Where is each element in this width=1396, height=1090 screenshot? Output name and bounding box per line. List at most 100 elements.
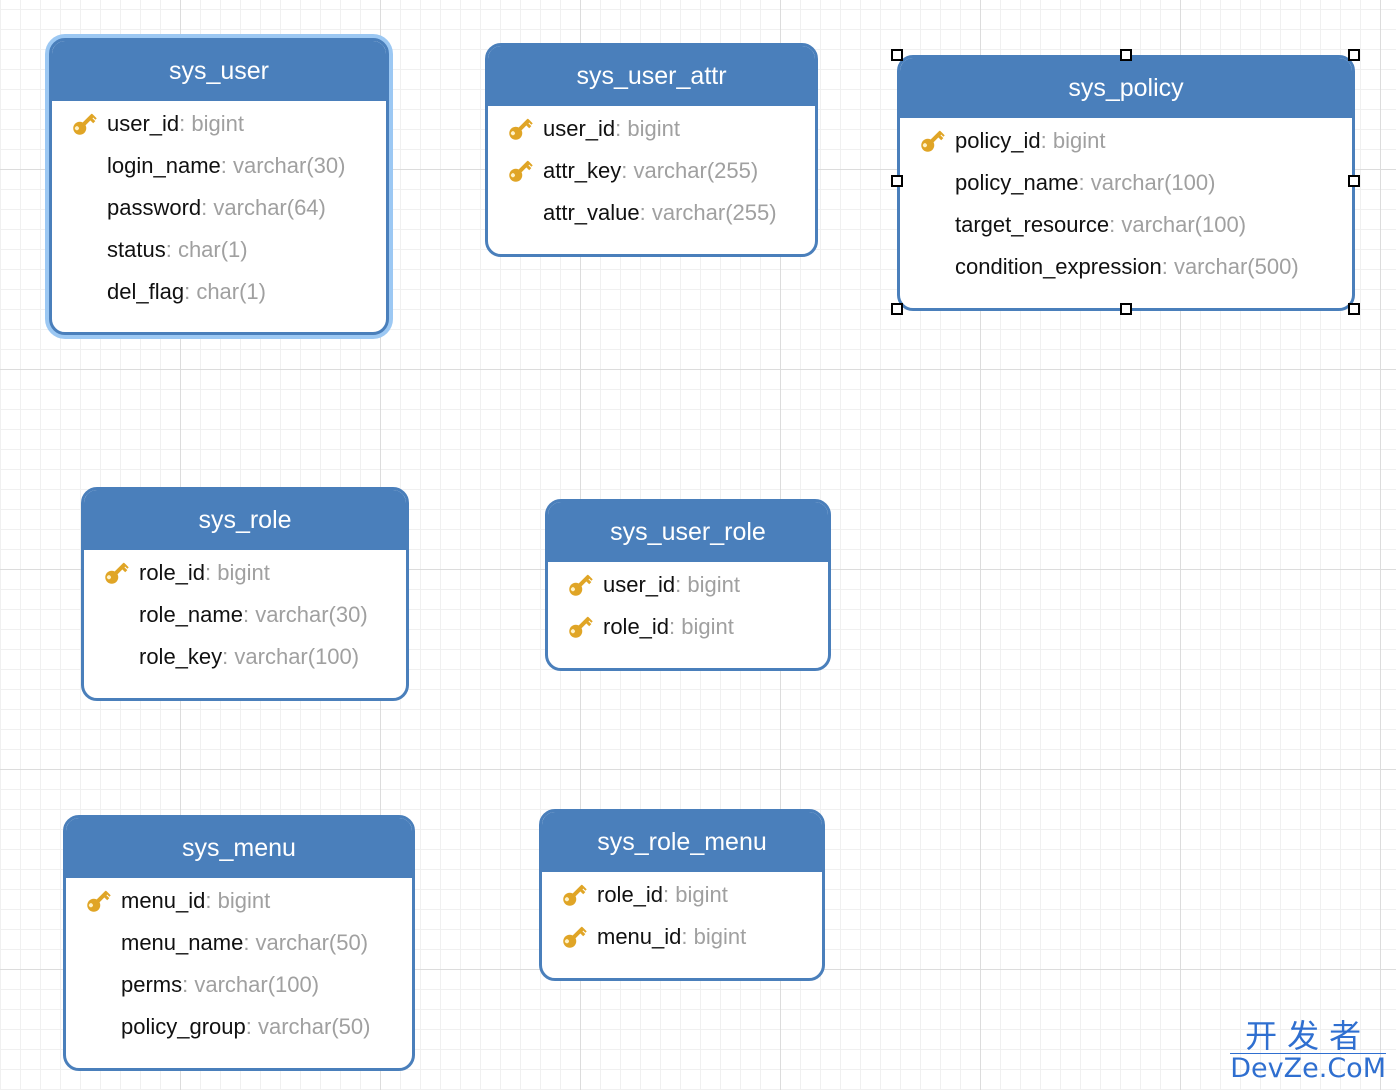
field-separator: : bbox=[242, 602, 256, 627]
field-type: bigint bbox=[687, 572, 740, 597]
key-spacer bbox=[69, 235, 107, 265]
field-name: role_name bbox=[139, 602, 243, 627]
key-spacer bbox=[917, 210, 955, 240]
field-name: role_id bbox=[603, 614, 670, 639]
table-title: sys_role bbox=[84, 490, 406, 550]
table-title: sys_role_menu bbox=[542, 812, 822, 872]
field-type: varchar(255) bbox=[633, 158, 759, 183]
resize-handle-bottom-center[interactable] bbox=[1120, 303, 1132, 315]
field-separator: : bbox=[621, 158, 634, 183]
watermark-bottom-text: DevZe.CoM bbox=[1230, 1053, 1386, 1084]
field-type: varchar(30) bbox=[255, 602, 368, 627]
field-row[interactable]: policy_id: bigint bbox=[900, 120, 1352, 162]
field-row[interactable]: role_key: varchar(100) bbox=[84, 636, 406, 678]
field-name: policy_id bbox=[955, 128, 1041, 153]
field-row[interactable]: attr_key: varchar(255) bbox=[488, 150, 815, 192]
field-row[interactable]: del_flag: char(1) bbox=[52, 271, 386, 313]
field-separator: : bbox=[1161, 254, 1174, 279]
field-type: bigint bbox=[217, 560, 270, 585]
field-row[interactable]: role_id: bigint bbox=[84, 552, 406, 594]
resize-handle-bottom-left[interactable] bbox=[891, 303, 903, 315]
field-row[interactable]: status: char(1) bbox=[52, 229, 386, 271]
field-row[interactable]: password: varchar(64) bbox=[52, 187, 386, 229]
field-type: varchar(100) bbox=[234, 644, 360, 669]
field-row[interactable]: user_id: bigint bbox=[488, 108, 815, 150]
field-type: varchar(50) bbox=[255, 930, 369, 955]
resize-handle-middle-left[interactable] bbox=[891, 175, 903, 187]
field-row[interactable]: condition_expression: varchar(500) bbox=[900, 246, 1352, 288]
key-spacer bbox=[83, 1012, 121, 1042]
field-separator: : bbox=[1040, 128, 1053, 153]
field-type: char(1) bbox=[196, 279, 266, 304]
resize-handle-top-right[interactable] bbox=[1348, 49, 1360, 61]
field-separator: : bbox=[669, 614, 682, 639]
watermark-top-text: 开发者 bbox=[1245, 1017, 1372, 1055]
key-spacer bbox=[69, 151, 107, 181]
field-row[interactable]: user_id: bigint bbox=[548, 564, 828, 606]
table-title: sys_policy bbox=[900, 58, 1352, 118]
field-row[interactable]: menu_id: bigint bbox=[66, 880, 412, 922]
field-row[interactable]: menu_name: varchar(50) bbox=[66, 922, 412, 964]
key-spacer bbox=[917, 252, 955, 282]
field-name: role_id bbox=[139, 560, 206, 585]
key-icon bbox=[101, 558, 139, 588]
field-name: attr_value bbox=[543, 200, 640, 225]
field-separator: : bbox=[205, 888, 218, 913]
field-name: menu_id bbox=[597, 924, 682, 949]
field-type: varchar(50) bbox=[257, 1014, 371, 1039]
key-spacer bbox=[917, 168, 955, 198]
field-type: bigint bbox=[627, 116, 680, 141]
resize-handle-middle-right[interactable] bbox=[1348, 175, 1360, 187]
field-type: varchar(100) bbox=[1090, 170, 1216, 195]
field-name: condition_expression bbox=[955, 254, 1162, 279]
key-icon bbox=[69, 109, 107, 139]
field-type: bigint bbox=[217, 888, 271, 913]
resize-handle-top-left[interactable] bbox=[891, 49, 903, 61]
field-type: varchar(100) bbox=[1121, 212, 1247, 237]
field-separator: : bbox=[184, 279, 197, 304]
field-separator: : bbox=[165, 237, 178, 262]
field-row[interactable]: role_name: varchar(30) bbox=[84, 594, 406, 636]
field-name: perms bbox=[121, 972, 183, 997]
key-spacer bbox=[83, 928, 121, 958]
field-separator: : bbox=[675, 572, 688, 597]
field-row[interactable]: role_id: bigint bbox=[548, 606, 828, 648]
field-separator: : bbox=[1078, 170, 1091, 195]
field-row[interactable]: menu_id: bigint bbox=[542, 916, 822, 958]
field-row[interactable]: role_id: bigint bbox=[542, 874, 822, 916]
field-row[interactable]: attr_value: varchar(255) bbox=[488, 192, 815, 234]
watermark-logo: 开发者 DevZe.CoM bbox=[1230, 1019, 1386, 1084]
field-row[interactable]: policy_name: varchar(100) bbox=[900, 162, 1352, 204]
field-separator: : bbox=[205, 560, 218, 585]
key-spacer bbox=[83, 970, 121, 1000]
field-name: target_resource bbox=[955, 212, 1110, 237]
field-separator: : bbox=[639, 200, 652, 225]
field-name: menu_name bbox=[121, 930, 244, 955]
field-type: varchar(30) bbox=[232, 153, 346, 178]
field-row[interactable]: login_name: varchar(30) bbox=[52, 145, 386, 187]
key-icon bbox=[505, 156, 543, 186]
field-name: user_id bbox=[603, 572, 676, 597]
field-row[interactable]: policy_group: varchar(50) bbox=[66, 1006, 412, 1048]
field-separator: : bbox=[201, 195, 214, 220]
key-spacer bbox=[101, 600, 139, 630]
field-row[interactable]: perms: varchar(100) bbox=[66, 964, 412, 1006]
field-name: menu_id bbox=[121, 888, 206, 913]
field-row[interactable]: user_id: bigint bbox=[52, 103, 386, 145]
table-title: sys_user_role bbox=[548, 502, 828, 562]
resize-handle-top-center[interactable] bbox=[1120, 49, 1132, 61]
field-type: varchar(500) bbox=[1173, 254, 1299, 279]
field-type: varchar(100) bbox=[194, 972, 320, 997]
resize-handle-bottom-right[interactable] bbox=[1348, 303, 1360, 315]
key-spacer bbox=[69, 193, 107, 223]
field-row[interactable]: target_resource: varchar(100) bbox=[900, 204, 1352, 246]
